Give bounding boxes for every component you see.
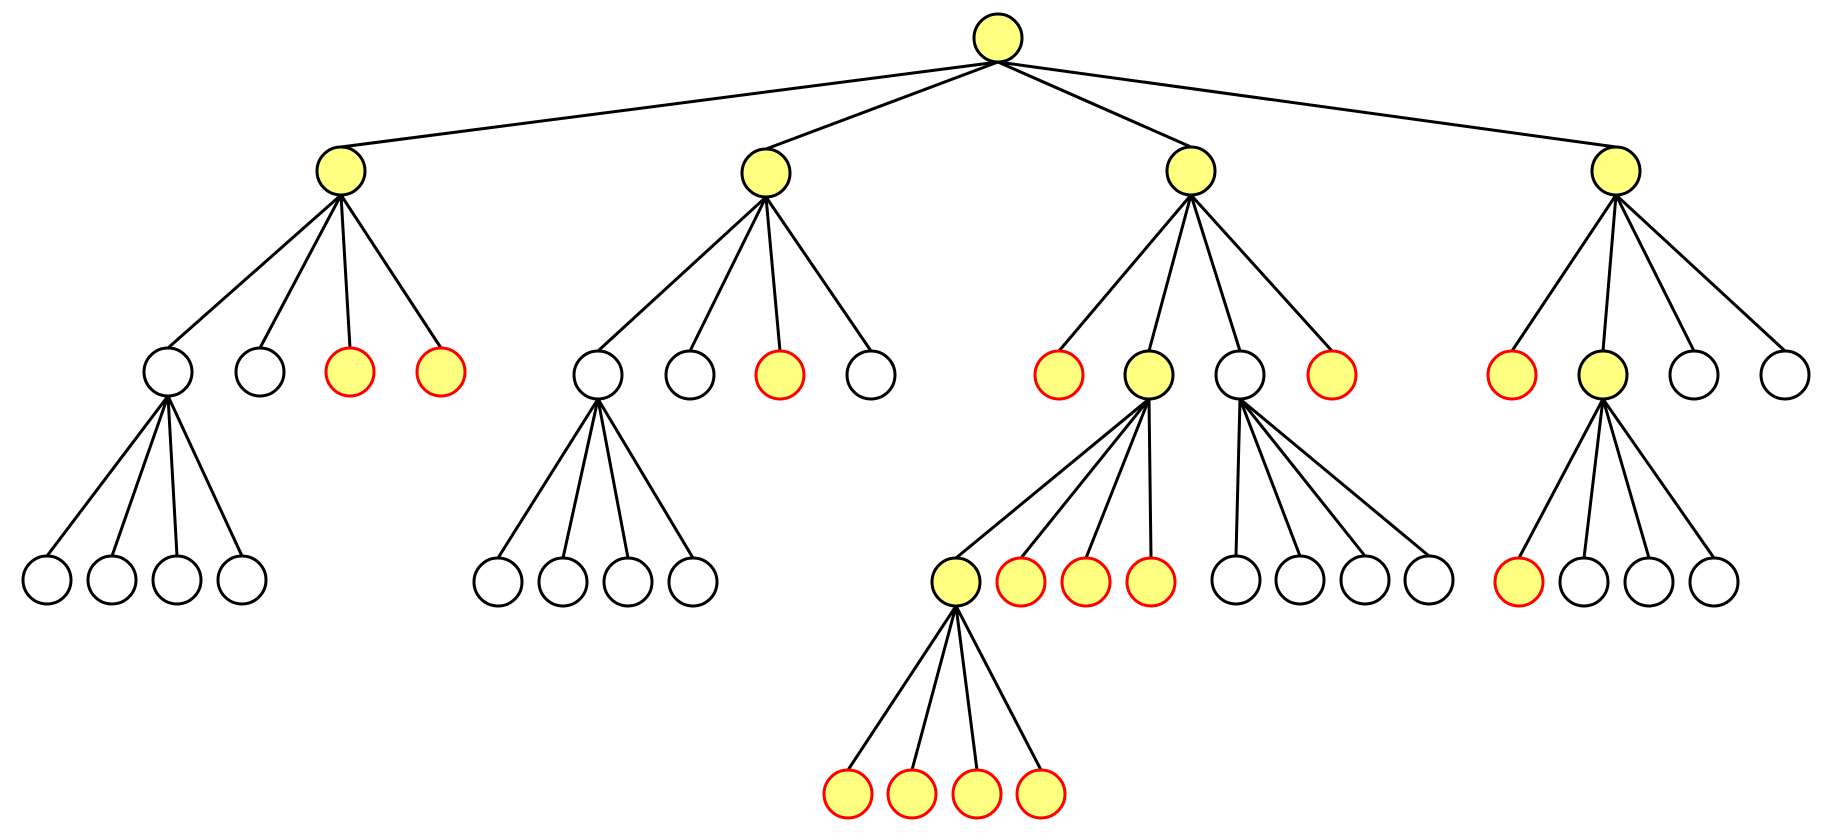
edge-b1-b1c xyxy=(596,397,630,560)
tree-node-d4 xyxy=(1759,349,1811,401)
edge-d-d3 xyxy=(1614,193,1696,353)
tree-node-b xyxy=(740,147,792,199)
edge-b1-b1a xyxy=(496,397,600,560)
tree-node-n0 xyxy=(972,12,1024,64)
edge-c2a-c2a3 xyxy=(954,604,979,772)
edge-c2-c2b xyxy=(1019,397,1151,560)
tree-node-c2 xyxy=(1123,349,1175,401)
edge-d2-d2d xyxy=(1601,397,1716,560)
edge-a1-a1d xyxy=(166,394,244,558)
tree-node-a2 xyxy=(234,346,286,398)
tree-node-d2c xyxy=(1623,556,1675,608)
edge-d2-d2c xyxy=(1601,397,1651,560)
tree-node-c4 xyxy=(1306,349,1358,401)
edge-n0-d xyxy=(996,60,1618,149)
edge-b-b3 xyxy=(764,195,782,353)
edge-b-b1 xyxy=(596,195,768,353)
edge-n0-b xyxy=(764,60,1000,151)
edge-a-a4 xyxy=(339,193,443,350)
edge-n0-a xyxy=(339,60,1000,149)
tree-node-b4 xyxy=(845,349,897,401)
edge-c2a-c2a4 xyxy=(954,604,1043,772)
tree-node-c xyxy=(1165,145,1217,197)
tree-node-c1 xyxy=(1033,349,1085,401)
tree-node-b1b xyxy=(537,556,589,608)
edge-a1-a1b xyxy=(110,394,170,558)
edge-a-a3 xyxy=(339,193,352,350)
edges-layer xyxy=(45,60,1787,772)
edge-c2a-c2a1 xyxy=(846,604,958,772)
tree-node-d2d xyxy=(1688,556,1740,608)
edge-c2a-c2a2 xyxy=(910,604,958,772)
edge-d-d2 xyxy=(1601,193,1618,353)
tree-node-d2a xyxy=(1493,556,1545,608)
tree-node-a1c xyxy=(151,554,203,606)
tree-node-c2a4 xyxy=(1015,768,1067,820)
tree-node-c2a xyxy=(930,556,982,608)
tree-node-a1d xyxy=(216,554,268,606)
tree-node-a xyxy=(315,145,367,197)
edge-d-d1 xyxy=(1510,193,1618,353)
tree-node-c2c xyxy=(1060,556,1112,608)
edge-c-c1 xyxy=(1057,193,1193,353)
edge-c2-c2a xyxy=(954,397,1151,560)
tree-node-a1b xyxy=(86,554,138,606)
edge-a1-a1c xyxy=(166,394,179,558)
nodes-layer xyxy=(21,12,1811,820)
edge-b-b4 xyxy=(764,195,873,353)
tree-node-a3 xyxy=(324,346,376,398)
tree-node-d xyxy=(1590,145,1642,197)
tree-node-c2a2 xyxy=(886,768,938,820)
tree-node-d1 xyxy=(1486,349,1538,401)
edge-a1-a1a xyxy=(45,394,170,558)
edge-d-d4 xyxy=(1614,193,1787,353)
tree-node-a4 xyxy=(415,346,467,398)
edge-n0-c xyxy=(996,60,1193,149)
edge-c-c4 xyxy=(1189,193,1334,353)
edge-b-b2 xyxy=(688,195,768,353)
tree-node-b3 xyxy=(754,349,806,401)
edge-a-a1 xyxy=(166,193,343,350)
edge-c2-c2c xyxy=(1084,397,1151,560)
tree-node-c2a1 xyxy=(822,768,874,820)
tree-node-c3b xyxy=(1274,554,1326,606)
edge-b1-b1b xyxy=(561,397,600,560)
edge-c3-c3a xyxy=(1234,397,1242,558)
tree-node-b1d xyxy=(667,556,719,608)
tree-node-c2b xyxy=(995,556,1047,608)
tree-node-b2 xyxy=(664,349,716,401)
tree-node-d2b xyxy=(1558,556,1610,608)
edge-c3-c3b xyxy=(1238,397,1302,558)
edge-b1-b1d xyxy=(596,397,695,560)
edge-c2-c2d xyxy=(1147,397,1153,560)
tree-node-c2a3 xyxy=(951,768,1003,820)
edge-a-a2 xyxy=(258,193,343,350)
tree-node-c3a xyxy=(1210,554,1262,606)
edge-d2-d2b xyxy=(1582,397,1605,560)
edge-c-c2 xyxy=(1147,193,1193,353)
tree-node-b1a xyxy=(472,556,524,608)
edge-c-c3 xyxy=(1189,193,1242,353)
tree-node-c3 xyxy=(1214,349,1266,401)
tree-node-b1c xyxy=(602,556,654,608)
tree-node-d3 xyxy=(1668,349,1720,401)
edge-c3-c3c xyxy=(1238,397,1367,558)
tree-node-a1 xyxy=(142,346,194,398)
edge-c3-c3d xyxy=(1238,397,1431,558)
tree-node-b1 xyxy=(572,349,624,401)
tree-node-a1a xyxy=(21,554,73,606)
tree-node-d2 xyxy=(1577,349,1629,401)
tree-node-c3c xyxy=(1339,554,1391,606)
tree-node-c2d xyxy=(1125,556,1177,608)
tree-node-c3d xyxy=(1403,554,1455,606)
edge-d2-d2a xyxy=(1517,397,1605,560)
